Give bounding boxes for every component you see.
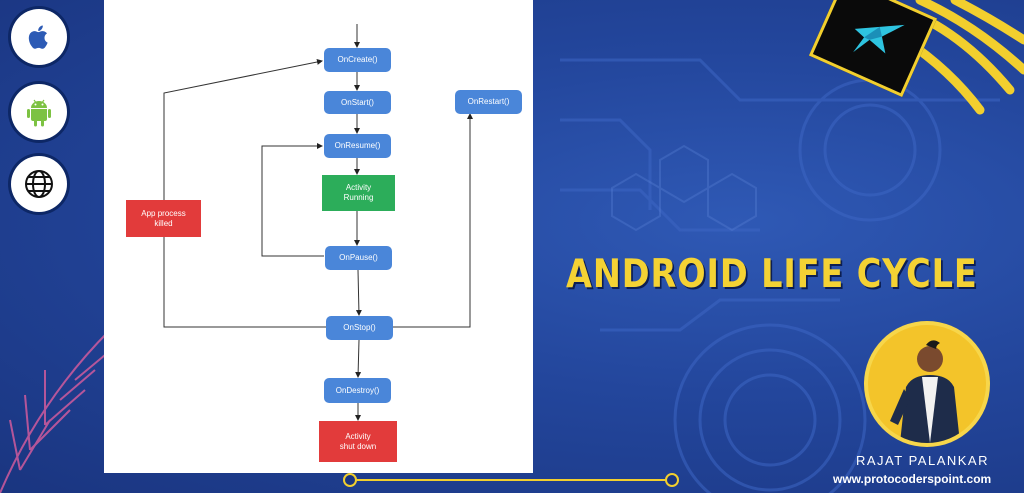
author-avatar: [868, 325, 986, 443]
node-on-start: OnStart(): [324, 91, 391, 114]
author-website: www.protocoderspoint.com: [833, 472, 992, 486]
globe-icon: [25, 170, 53, 198]
node-activity-shut-down: Activity shut down: [319, 421, 397, 462]
node-on-destroy: OnDestroy(): [324, 378, 391, 403]
web-platform-badge: [11, 156, 67, 212]
person-icon: [890, 340, 960, 443]
author-name: RAJAT PALANKAR: [856, 453, 989, 468]
node-app-process-killed: App process killed: [126, 200, 201, 237]
hummingbird-icon: [853, 24, 905, 54]
node-on-pause: OnPause(): [325, 246, 392, 270]
node-on-resume: OnResume(): [324, 134, 391, 158]
android-platform-badge: [11, 84, 67, 140]
brand-logo: [808, 0, 938, 98]
node-on-stop: OnStop(): [326, 316, 393, 340]
node-on-create: OnCreate(): [324, 48, 391, 72]
android-icon: [27, 99, 51, 127]
page-title: ANDROID LIFE CYCLE: [566, 252, 978, 297]
apple-icon: [28, 25, 48, 49]
lifecycle-diagram-panel: OnCreate() OnStart() OnResume() Activity…: [104, 0, 533, 473]
apple-platform-badge: [11, 9, 67, 65]
node-activity-running: Activity Running: [322, 175, 395, 211]
node-on-restart: OnRestart(): [455, 90, 522, 114]
